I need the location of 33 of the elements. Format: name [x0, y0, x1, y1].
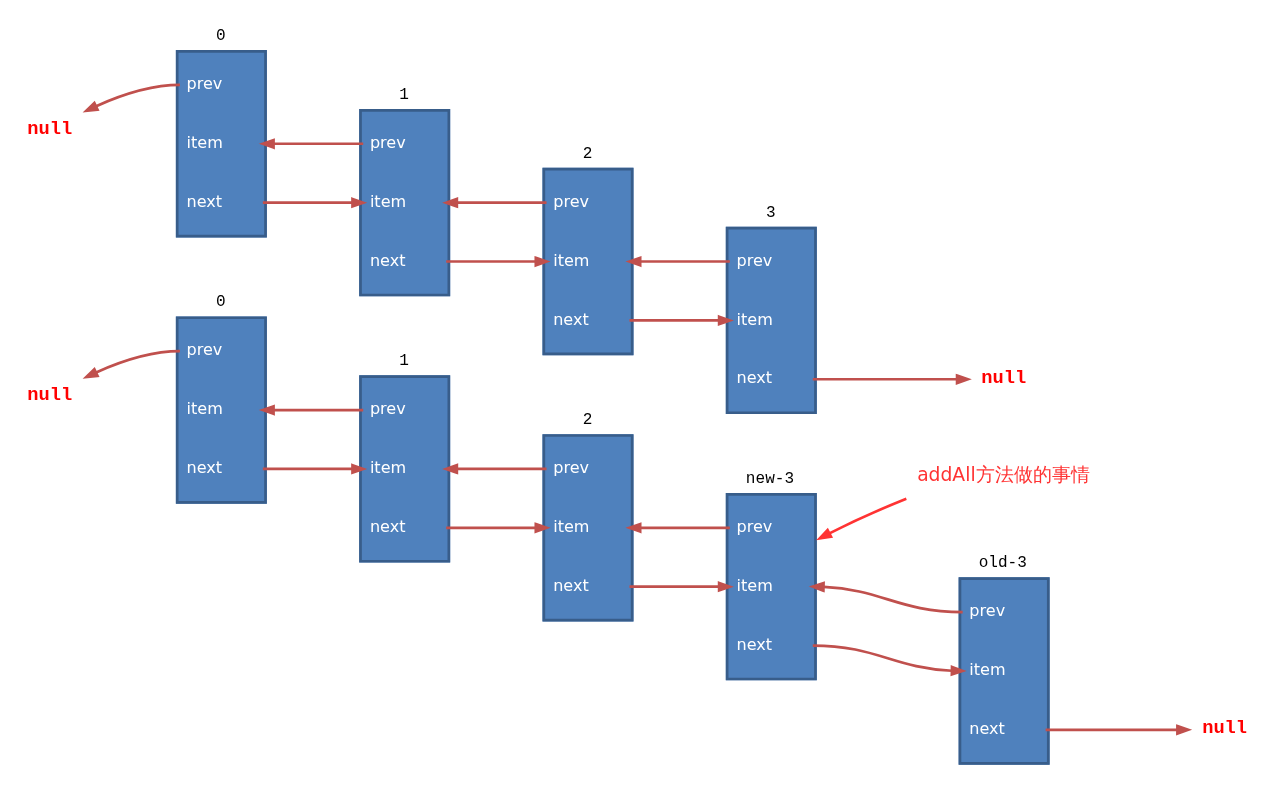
- arrow: [812, 373, 972, 385]
- node-label: 0: [216, 26, 226, 45]
- node-label: 2: [582, 144, 593, 163]
- arrow: [442, 196, 547, 208]
- node-label: 1: [399, 351, 409, 370]
- node-text: null: [27, 117, 73, 140]
- arrow: [629, 580, 734, 592]
- arrow: [82, 83, 180, 113]
- arrow: [808, 580, 963, 613]
- node-text: null: [1202, 716, 1248, 739]
- node-label: new-3: [745, 469, 795, 488]
- arrow: [446, 521, 551, 533]
- arrow: [258, 403, 364, 416]
- node-text: null: [981, 366, 1027, 389]
- arrow: [629, 314, 734, 326]
- arrow: [258, 137, 364, 149]
- arrow: [625, 255, 730, 267]
- node-label: 0: [216, 292, 226, 311]
- arrow: [816, 496, 907, 540]
- arrow: [262, 462, 368, 475]
- node-label: 2: [582, 410, 593, 429]
- arrow: [82, 349, 180, 379]
- node-label: old-3: [978, 553, 1027, 572]
- arrow: [1045, 723, 1193, 735]
- arrow: [812, 643, 967, 676]
- node-text: addAll方法做的事情: [917, 463, 1090, 485]
- node-text: null: [27, 383, 73, 406]
- arrow: [262, 196, 368, 208]
- arrow: [625, 521, 730, 533]
- node-label: 1: [399, 85, 409, 104]
- arrow: [446, 255, 551, 267]
- arrow: [442, 462, 547, 475]
- node-label: 3: [765, 203, 776, 222]
